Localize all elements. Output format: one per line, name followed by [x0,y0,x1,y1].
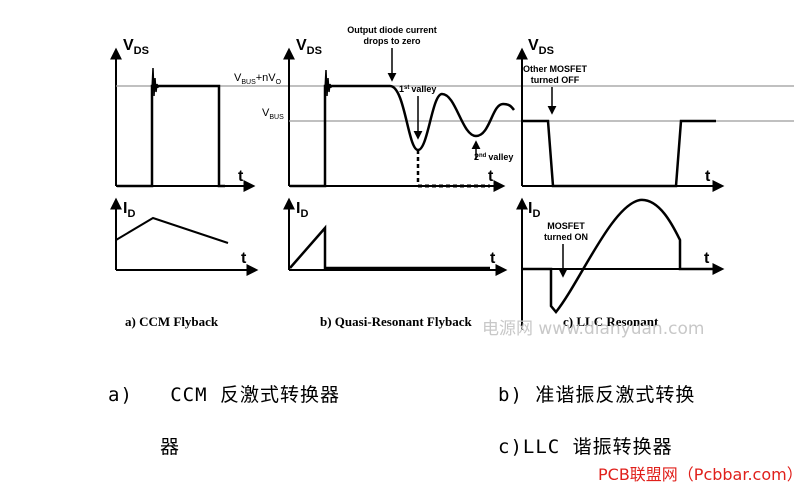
vds-axis-label: VDS [296,37,322,57]
panel-c-vds-plot: VDS t Other MOSFET turned OFF [516,37,725,192]
id-t-label: t [490,250,496,267]
vds-ringing-spike [151,67,159,97]
level-label-vbus-nvo: VBUS+nVO [234,72,282,86]
vds-waveform [523,119,716,188]
panel-a-id-plot: ID t [110,197,259,276]
id-waveform [289,224,490,270]
panel-b-caption: b) Quasi-Resonant Flyback [320,314,472,329]
diode-zero-note-line1: Output diode current [347,25,437,35]
caption-cn-b-continued: 器 [160,436,181,458]
id-t-label: t [704,250,710,267]
id-axis-label: ID [296,200,308,220]
vds-t-label: t [238,168,244,185]
caption-cn-a: a) CCM 反激式转换器 [108,384,340,406]
panel-c-id-plot: ID t MOSFET turned ON [516,197,725,330]
mosfet-on-note-line1: MOSFET [547,221,585,231]
vds-t-label: t [488,168,494,185]
id-axis-label: ID [123,200,135,220]
site-credit: PCB联盟网（Pcbbar.com） [598,465,803,484]
mosfet-on-note-line2: turned ON [544,232,588,242]
panel-c-caption: c) LLC Resonant [563,314,659,329]
id-axis-label: ID [528,200,540,220]
vds-axis-label: VDS [528,37,554,57]
watermark-text: 电源网 www.dianyuan.com [482,319,705,339]
mosfet-off-note-line1: Other MOSFET [523,64,588,74]
panel-b-vds-plot: VDS t VBUS+nVO VBUS Output diode current… [234,25,794,192]
id-t-label: t [241,250,247,267]
id-waveform [115,216,229,244]
vds-waveform [117,84,225,188]
vds-waveform [290,84,515,188]
level-label-vbus: VBUS [262,107,284,121]
panel-b-id-plot: ID t [283,197,508,276]
panel-a-vds-plot: VDS t [110,37,794,192]
vds-t-label: t [705,168,711,185]
mosfet-off-note-line2: turned OFF [531,75,580,85]
caption-cn-c: c)LLC 谐振转换器 [498,436,673,458]
vds-ringing-spike [324,69,332,97]
id-waveform [523,198,716,314]
panel-a-caption: a) CCM Flyback [125,314,219,329]
diode-zero-note-line2: drops to zero [363,36,421,46]
caption-cn-b: b) 准谐振反激式转换 [498,384,696,406]
vds-axis-label: VDS [123,37,149,57]
